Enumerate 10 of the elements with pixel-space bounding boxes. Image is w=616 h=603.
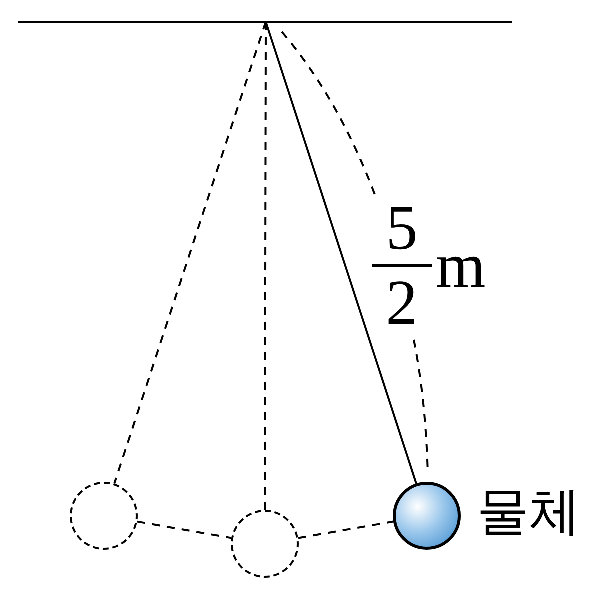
object-label: 물체 [477, 486, 581, 538]
string [265, 22, 418, 484]
dashed-string [114, 22, 267, 484]
fraction-numerator: 5 [385, 196, 419, 260]
dashed-string [137, 520, 232, 540]
ceiling-line [18, 21, 512, 23]
unit-label: m [436, 234, 486, 298]
fraction-denominator: 2 [385, 271, 419, 335]
dashed-string [298, 520, 394, 540]
dashed-string [264, 22, 267, 510]
